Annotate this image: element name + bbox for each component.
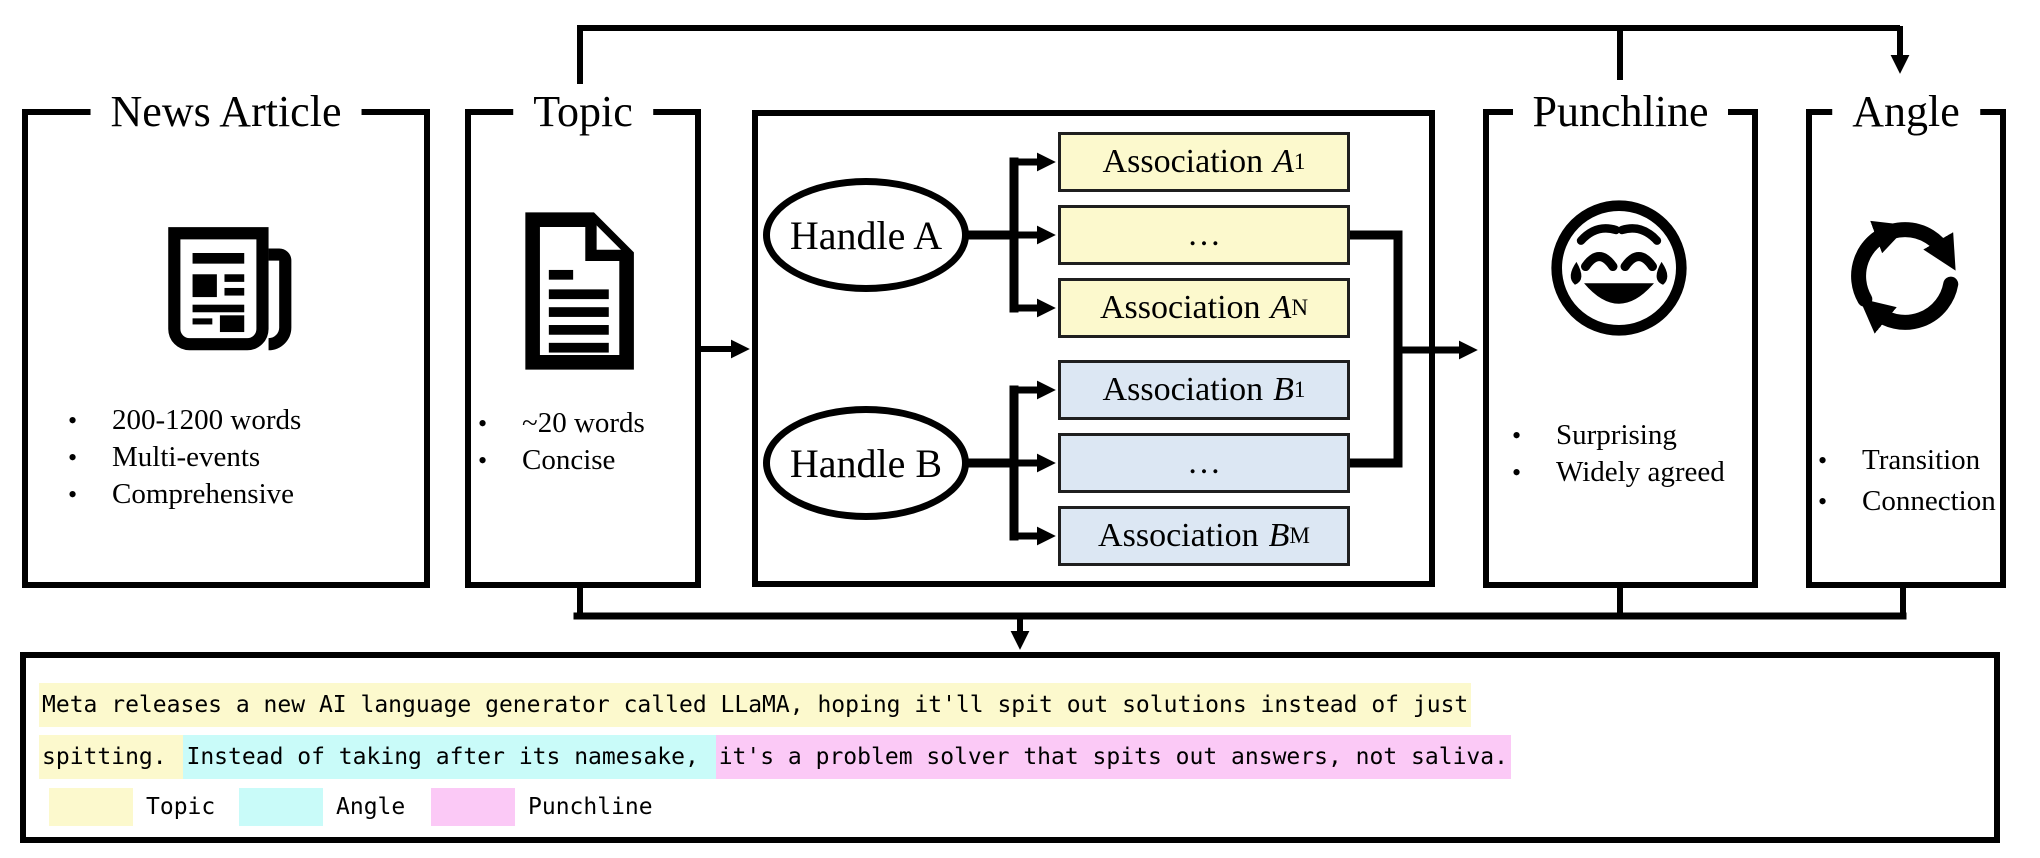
topic-box: Topic <box>465 87 701 588</box>
assoc-ellipsis: … <box>1187 444 1221 481</box>
assoc-label: Association <box>1099 289 1261 326</box>
angle-title: Angle <box>1832 87 1980 137</box>
example-line-2: spitting. Instead of taking after its na… <box>39 734 1511 780</box>
bullet-item: Multi-events <box>62 439 301 476</box>
punchline-box: Punchline <box>1483 87 1758 588</box>
bullet-text: Transition <box>1862 444 1981 476</box>
bullet-text: Surprising <box>1556 419 1677 451</box>
association-a-dots-box: … <box>1058 205 1350 265</box>
bullet-text: Concise <box>522 444 616 476</box>
handle-b-label: Handle B <box>789 440 943 486</box>
bullet-item: Comprehensive <box>62 476 301 513</box>
association-module-box <box>752 110 1435 587</box>
bullet-text: 200-1200 words <box>112 404 302 436</box>
assoc-label: Association <box>1098 517 1259 554</box>
bullet-item: Connection <box>1812 481 1996 522</box>
example-output-box: Meta releases a new AI language generato… <box>20 652 2000 843</box>
topic-highlighted-text: spitting. <box>39 735 184 779</box>
handle-a-ellipse: Handle A <box>763 178 969 292</box>
bullet-item: Transition <box>1812 440 1996 481</box>
bullet-text: Comprehensive <box>112 478 295 510</box>
handle-b-ellipse: Handle B <box>763 406 969 520</box>
angle-box: Angle <box>1806 87 2006 588</box>
bullet-item: Surprising <box>1506 417 1725 454</box>
laughing-tears-emoji-icon <box>1551 200 1687 336</box>
association-b-dots-box: … <box>1058 433 1350 493</box>
bullet-item: 200-1200 words <box>62 402 301 439</box>
assoc-label: Association <box>1102 143 1264 180</box>
legend-punchline-swatch <box>431 788 515 826</box>
legend-topic-swatch <box>49 788 133 826</box>
punchline-highlighted-text: it's a problem solver that spits out ans… <box>715 735 1511 779</box>
bullet-item: Concise <box>472 442 645 479</box>
assoc-var: A <box>1270 289 1292 326</box>
punchline-title: Punchline <box>1512 87 1729 137</box>
legend-punchline-label: Punchline <box>528 794 653 820</box>
assoc-label: Association <box>1102 371 1264 408</box>
newspaper-icon <box>168 227 292 351</box>
bullet-text: Connection <box>1862 485 1996 517</box>
bullet-item: Widely agreed <box>1506 454 1725 491</box>
assoc-var: A <box>1273 143 1294 180</box>
example-line-1: Meta releases a new AI language generato… <box>39 682 1472 728</box>
bullet-text: Multi-events <box>112 441 261 473</box>
bullet-text: ~20 words <box>522 407 645 439</box>
assoc-ellipsis: … <box>1187 216 1221 253</box>
legend-topic-label: Topic <box>146 794 216 820</box>
news-article-title: News Article <box>90 87 362 137</box>
news-article-box: News Article <box>22 87 430 588</box>
angle-bullets: Transition Connection <box>1812 440 1996 522</box>
assoc-var: B <box>1268 517 1290 554</box>
document-icon <box>525 212 634 370</box>
angle-highlighted-text: Instead of taking after its namesake, <box>183 735 716 779</box>
handle-a-label: Handle A <box>789 212 943 258</box>
cycle-arrows-icon <box>1851 220 1959 334</box>
topic-highlighted-text: Meta releases a new AI language generato… <box>39 683 1472 727</box>
news-article-bullets: 200-1200 words Multi-events Comprehensiv… <box>62 402 301 513</box>
assoc-var: B <box>1273 371 1294 408</box>
topic-bullets: ~20 words Concise <box>472 405 645 479</box>
bullet-item: ~20 words <box>472 405 645 442</box>
bullet-text: Widely agreed <box>1556 456 1725 488</box>
legend-angle-label: Angle <box>336 794 406 820</box>
legend-angle-swatch <box>239 788 323 826</box>
punchline-bullets: Surprising Widely agreed <box>1506 417 1725 491</box>
topic-title: Topic <box>513 87 653 137</box>
